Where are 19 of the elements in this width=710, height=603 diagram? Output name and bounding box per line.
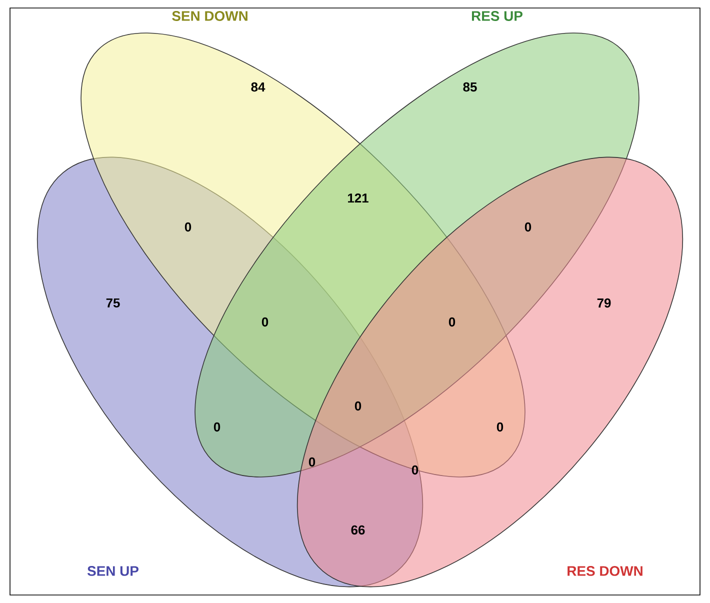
set-label: RES UP	[472, 11, 522, 21]
region-count: 79	[597, 298, 611, 308]
set-label: RES DOWN	[568, 566, 642, 576]
region-count: 0	[524, 222, 532, 232]
region-count: 0	[354, 401, 362, 411]
region-count: 84	[251, 82, 266, 92]
region-count: 66	[351, 525, 365, 535]
set-label: SEN UP	[87, 566, 138, 576]
region-count: 75	[106, 298, 120, 308]
region-count: 0	[496, 422, 504, 432]
region-count: 0	[262, 317, 268, 327]
region-count: 0	[214, 422, 220, 432]
region-count: 121	[348, 193, 368, 203]
set-label: SEN DOWN	[172, 11, 248, 21]
region-count: 0	[184, 222, 192, 232]
region-count: 0	[308, 457, 316, 467]
region-count: 0	[448, 317, 456, 327]
region-count: 85	[463, 82, 477, 92]
region-count: 0	[412, 465, 418, 475]
